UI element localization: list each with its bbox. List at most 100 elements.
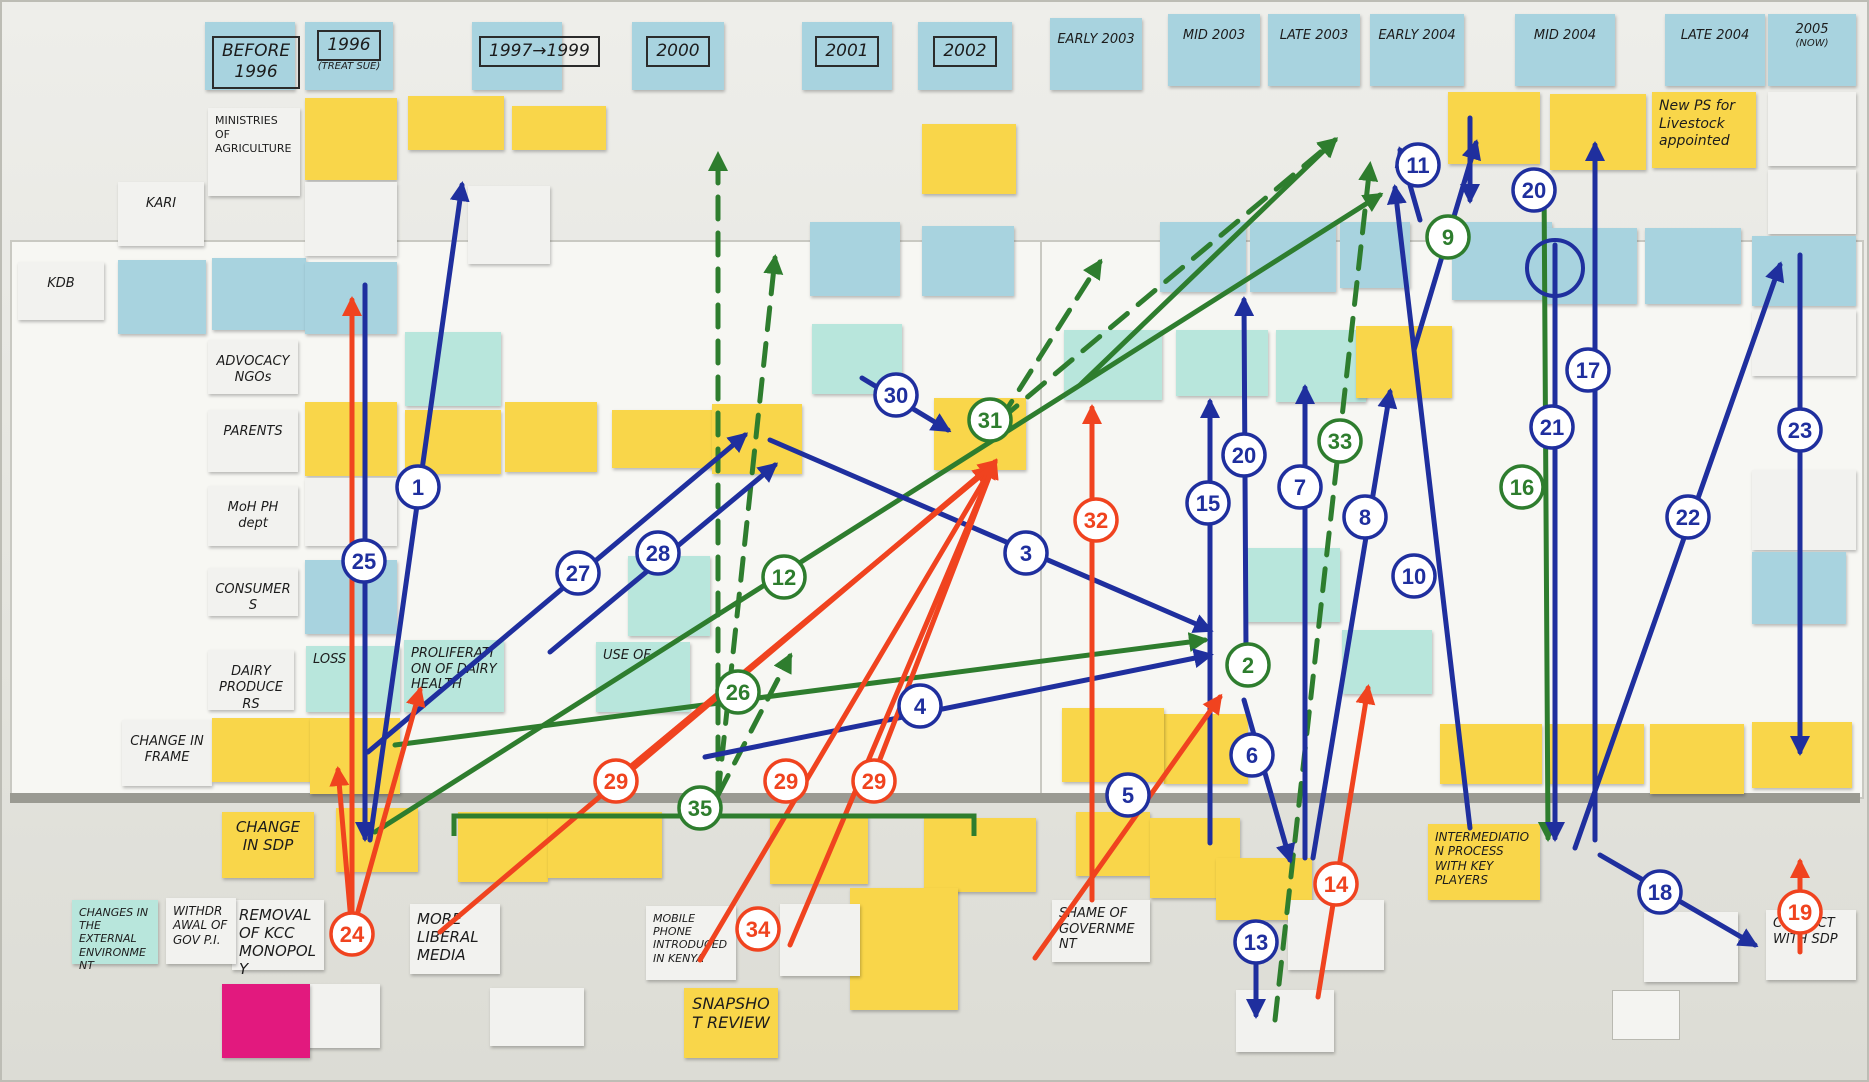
svg-text:33: 33: [1328, 429, 1352, 454]
period-header: 2005(NOW): [1768, 14, 1856, 86]
red-arrow: [349, 686, 426, 936]
svg-text:18: 18: [1648, 880, 1672, 905]
sticky-note: [924, 818, 1036, 892]
arrow-number-badge: 18: [1637, 869, 1683, 915]
arrow-number-badge: 20: [1221, 432, 1267, 478]
row-label-parents: PARENTS: [208, 410, 298, 472]
blue-arrow: [367, 181, 470, 843]
row-label-ministries: MINISTRIES OF AGRICULTURE: [208, 108, 300, 196]
period-header: 2001: [802, 22, 892, 90]
board-rail: [10, 793, 1860, 803]
blue-arrow: [365, 432, 749, 755]
arrow-number-badge: 11: [1395, 142, 1441, 188]
blue-arrow: [1386, 184, 1473, 831]
sticky-note: [505, 402, 597, 472]
period-header: BEFORE 1996: [205, 22, 301, 90]
highlight-ring: [1525, 238, 1585, 298]
red-arrow: [697, 458, 998, 963]
arrow-number-badge: 17: [1565, 347, 1611, 393]
svg-text:35: 35: [688, 796, 712, 821]
note-snapshot-review: SNAPSHOT REVIEW: [684, 988, 778, 1058]
row-label-dairy-producers: DAIRY PRODUCERS: [208, 650, 294, 712]
svg-text:7: 7: [1294, 475, 1306, 500]
svg-text:8: 8: [1359, 505, 1371, 530]
sticky-note: [1062, 708, 1164, 782]
arrow-number-badge: 25: [341, 538, 387, 584]
arrow-number-badge: 29: [763, 758, 809, 804]
sticky-note: [1768, 92, 1856, 166]
svg-text:4: 4: [914, 694, 927, 719]
note-new-ps: New PS for Livestock appointed: [1652, 92, 1756, 168]
sticky-note: [612, 410, 722, 468]
sticky-note: [1645, 228, 1741, 304]
arrow-number-badge: 15: [1185, 480, 1231, 526]
row-label-consumers: CONSUMERS: [208, 568, 298, 616]
svg-text:34: 34: [746, 917, 771, 942]
note-intermediation: INTERMEDIATION PROCESS WITH KEY PLAYERS: [1428, 824, 1540, 900]
arrow-number-badge: 28: [635, 530, 681, 576]
period-header: MID 2003: [1168, 14, 1260, 86]
arrow-number-badge: 29: [851, 758, 897, 804]
svg-text:2: 2: [1242, 653, 1254, 678]
arrow-number-badge: 23: [1777, 407, 1823, 453]
svg-text:19: 19: [1788, 900, 1812, 925]
svg-text:29: 29: [604, 769, 628, 794]
blue-arrow: [767, 437, 1214, 633]
arrow-number-badge: 34: [735, 906, 781, 952]
sticky-note: [810, 222, 900, 296]
svg-text:20: 20: [1232, 443, 1256, 468]
arrow-number-badge: 2: [1225, 642, 1271, 688]
period-header: 1996(TREAT SUE): [305, 22, 393, 90]
green-dashed-arrow: [997, 258, 1103, 423]
svg-text:22: 22: [1676, 505, 1700, 530]
sticky-note: [1768, 170, 1856, 234]
svg-text:24: 24: [340, 922, 365, 947]
arrow-number-badge: 6: [1229, 732, 1275, 778]
note-magenta: [222, 984, 310, 1058]
arrow-number-badge: 4: [897, 683, 943, 729]
svg-text:10: 10: [1402, 564, 1426, 589]
arrow-number-badge: 7: [1277, 464, 1323, 510]
row-label-ngos: ADVOCACY NGOs: [208, 340, 298, 394]
green-arrow: [1077, 137, 1338, 388]
arrow-number-badge: 22: [1665, 494, 1711, 540]
svg-text:5: 5: [1122, 783, 1134, 808]
arrow-number-badge: 1: [395, 464, 441, 510]
period-header: MID 2004: [1515, 14, 1615, 86]
note-change-sdp: CHANGE IN SDP: [222, 812, 314, 878]
note-use-of: USE OF: [596, 642, 690, 712]
svg-text:26: 26: [726, 680, 750, 705]
arrow-number-badge: 32: [1073, 497, 1119, 543]
note-removal-kcc: REMOVAL OF KCC MONOPOLY: [232, 900, 324, 978]
arrow-number-badge: 9: [1425, 214, 1471, 260]
svg-text:29: 29: [774, 769, 798, 794]
svg-text:15: 15: [1196, 491, 1220, 516]
svg-text:11: 11: [1406, 153, 1429, 178]
note-liberal-media: MORE LIBERAL MEDIA: [410, 904, 500, 974]
svg-text:32: 32: [1084, 508, 1108, 533]
sticky-note: [458, 812, 548, 882]
arrow-number-badge: 26: [715, 669, 761, 715]
svg-text:23: 23: [1788, 418, 1812, 443]
svg-text:14: 14: [1324, 872, 1349, 897]
sticky-note: [1752, 470, 1856, 550]
sticky-note: [1342, 630, 1432, 694]
green-dashed-arrow: [997, 137, 1339, 423]
red-arrow: [787, 458, 998, 948]
svg-text:20: 20: [1522, 178, 1546, 203]
arrow-number-badge: 20: [1511, 167, 1557, 213]
svg-text:16: 16: [1510, 475, 1534, 500]
period-header: LATE 2003: [1268, 14, 1360, 86]
red-arrow: [1032, 693, 1223, 961]
sticky-note: [512, 106, 606, 150]
arrow-number-badge: 29: [593, 758, 639, 804]
sticky-note: [408, 96, 504, 150]
sticky-note: [468, 186, 550, 264]
blue-arrow: [1572, 261, 1785, 851]
svg-text:3: 3: [1020, 541, 1032, 566]
svg-text:30: 30: [884, 383, 908, 408]
arrow-number-badge: 27: [555, 550, 601, 596]
sticky-note: [1650, 724, 1744, 794]
blue-arrow: [1241, 697, 1296, 864]
